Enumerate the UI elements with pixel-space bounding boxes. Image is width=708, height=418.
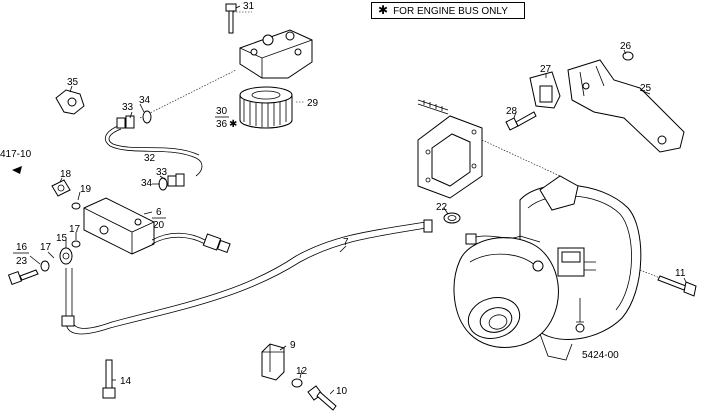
bolt-14 — [102, 359, 116, 399]
filter-cartridge — [239, 86, 293, 129]
pipe-7 — [61, 219, 433, 335]
nut-12 — [291, 378, 303, 388]
callout-26: 26 — [620, 41, 632, 52]
callout-30: 30 — [216, 106, 228, 117]
bolt-10 — [307, 385, 337, 411]
callout-35: 35 — [67, 77, 79, 88]
clip-9 — [261, 343, 285, 381]
callout-22: 22 — [436, 202, 448, 213]
callout-25: 25 — [640, 83, 652, 94]
fitting-18 — [51, 179, 71, 197]
clip-35 — [55, 89, 85, 115]
pipe-32 — [104, 110, 203, 191]
callout-417-10: 417-10 — [0, 149, 32, 160]
bolt-28 — [505, 111, 537, 131]
asterisk-icon: ✱ — [378, 3, 389, 17]
bolt-31 — [225, 3, 252, 34]
banjo-15 — [59, 240, 81, 265]
drawing-code: 5424-00 — [582, 350, 619, 361]
callout-17: 17 — [69, 224, 81, 235]
gasket — [417, 115, 483, 199]
callout-19: 19 — [80, 184, 92, 195]
nut-26 — [622, 51, 634, 61]
bracket-25 — [567, 59, 685, 153]
callout-11: 11 — [675, 268, 686, 279]
filter-housing — [239, 29, 313, 79]
callout-33: 33 — [122, 102, 134, 113]
callout-14: 14 — [120, 376, 132, 387]
callout-10: 10 — [336, 386, 348, 397]
leader-lines — [29, 5, 687, 395]
bolt-16 — [7, 260, 50, 286]
bolt-11 — [657, 275, 697, 297]
callout-32: 32 — [144, 153, 156, 164]
callout-31: 31 — [243, 1, 255, 12]
callout-6: 6 — [156, 207, 162, 218]
callout-20: 20 — [153, 220, 165, 231]
callout-34: 34 — [139, 95, 151, 106]
valve-block — [83, 197, 231, 255]
asterisk-icon: ✱ — [229, 119, 237, 130]
callout-18: 18 — [60, 169, 72, 180]
callout-16: 16 — [16, 242, 28, 253]
callout-23: 23 — [16, 256, 28, 267]
stud — [417, 99, 449, 115]
bracket-27 — [529, 71, 561, 109]
callout-15: 15 — [56, 233, 68, 244]
engine-bus-note: ✱ FOR ENGINE BUS ONLY — [371, 2, 525, 19]
engine-bus-note-text: FOR ENGINE BUS ONLY — [393, 6, 508, 17]
callout-17: 17 — [40, 242, 52, 253]
callout-27: 27 — [540, 64, 552, 75]
turbocharger — [453, 175, 642, 361]
callout-36: 36 — [216, 119, 228, 130]
arrow-left-icon — [12, 166, 22, 174]
callout-29: 29 — [307, 98, 319, 109]
callout-33: 33 — [156, 167, 168, 178]
clamp-22 — [443, 212, 461, 224]
callout-9: 9 — [290, 340, 296, 351]
callout-12: 12 — [296, 366, 308, 377]
callout-7: 7 — [343, 237, 349, 248]
callout-34: 34 — [141, 178, 153, 189]
washer-19 — [71, 202, 81, 210]
callout-28: 28 — [506, 106, 518, 117]
